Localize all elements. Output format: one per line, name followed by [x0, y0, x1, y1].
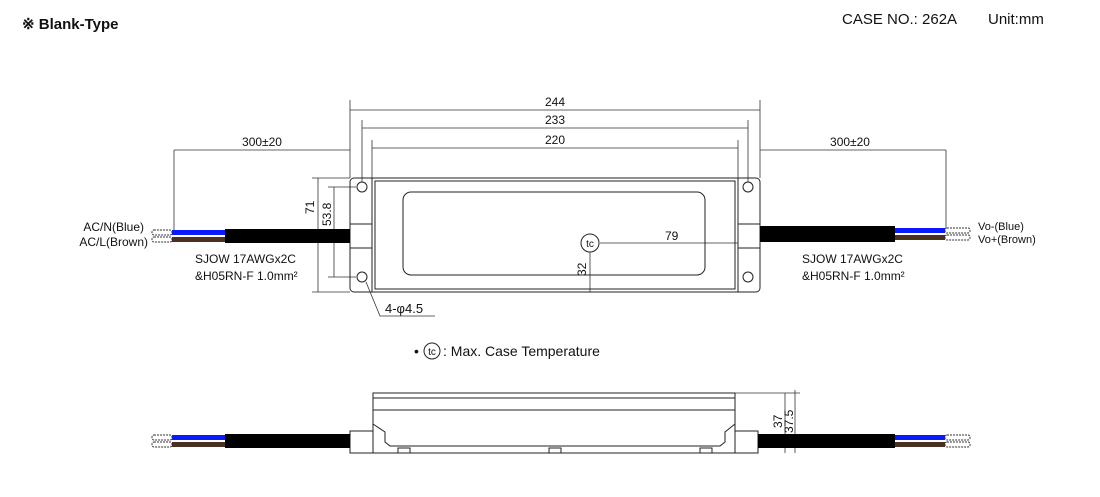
cable-spec-right-2: &H05RN-F 1.0mm²: [802, 269, 905, 283]
mount-hole-icon: [356, 271, 368, 283]
dim-holes: 4-φ4.5: [385, 301, 423, 316]
tc-legend: : Max. Case Temperature: [443, 343, 600, 359]
cable-spec-left-1: SJOW 17AWGx2C: [195, 252, 296, 266]
label-ac-n: AC/N(Blue): [83, 220, 144, 234]
dim-hole-pitch: 233: [545, 113, 565, 127]
mount-hole-icon: [742, 181, 754, 193]
drawing-title: ※ Blank-Type: [22, 16, 118, 33]
output-cable: [760, 226, 971, 242]
mount-hole-icon: [356, 181, 368, 193]
svg-text:•: •: [414, 343, 419, 359]
tc-point-icon: [580, 233, 600, 253]
dim-height: 37: [771, 414, 785, 428]
dimension-lines: [173, 100, 947, 317]
dim-overall-length: 244: [545, 95, 565, 109]
dim-hole-spacing: 53.8: [320, 202, 334, 226]
case-number: CASE NO.: 262A: [842, 11, 957, 28]
cable-spec-right-1: SJOW 17AWGx2C: [802, 252, 903, 266]
cable-spec-left-2: &H05RN-F 1.0mm²: [195, 269, 298, 283]
dim-width: 71: [303, 200, 317, 214]
label-ac-l: AC/L(Brown): [79, 235, 148, 249]
tc-legend-icon: [423, 342, 441, 360]
top-view-case: tc: [349, 177, 761, 293]
dim-cable-left: 300±20: [242, 135, 282, 149]
dim-body-length: 220: [545, 133, 565, 147]
dim-height-total: 37.5: [782, 409, 796, 433]
label-vo-minus: Vo-(Blue): [978, 221, 1024, 233]
mount-hole-icon: [742, 271, 754, 283]
dim-tc-x: 79: [665, 229, 679, 243]
input-cable: [151, 229, 350, 243]
svg-text:tc: tc: [428, 347, 436, 358]
label-vo-plus: Vo+(Brown): [978, 234, 1036, 246]
dim-tc-y: 32: [575, 262, 589, 276]
dim-cable-right: 300±20: [830, 135, 870, 149]
svg-text:tc: tc: [586, 239, 594, 250]
side-view-case: [151, 390, 971, 454]
unit-label: Unit:mm: [988, 11, 1044, 28]
